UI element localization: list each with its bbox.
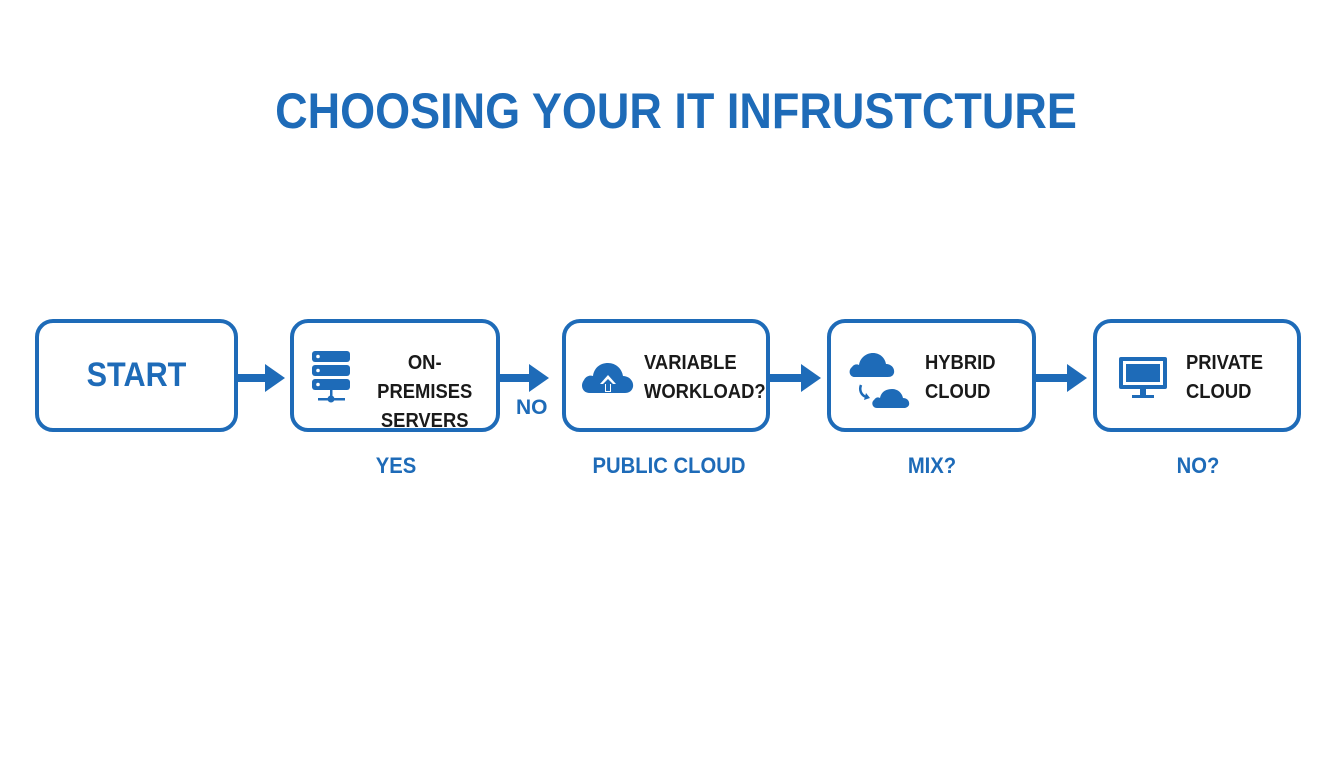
hybrid-cloud-label: HYBRID CLOUD — [925, 352, 996, 403]
caption-no: NO? — [1176, 453, 1220, 478]
arrow-workload-to-hybrid — [769, 364, 821, 392]
caption-public-cloud: PUBLIC CLOUD — [592, 453, 746, 478]
arrow-onprem-to-workload — [499, 364, 549, 392]
hybrid-cloud-node: HYBRID CLOUD — [827, 319, 1036, 432]
diagram-title: CHOOSING YOUR IT INFRUSTCTURE — [275, 83, 1077, 139]
start-node: START — [35, 319, 238, 432]
caption-mix: MIX? — [907, 453, 957, 478]
connector-label-no: NO — [516, 396, 548, 419]
caption-yes: YES — [375, 453, 417, 478]
arrow-hybrid-to-private — [1035, 364, 1087, 392]
private-cloud-label: PRIVATE CLOUD — [1186, 352, 1264, 403]
start-node-label: START — [86, 356, 187, 394]
cloud-upload-icon — [582, 363, 634, 393]
variable-workload-label: VARIABLE WORKLOAD? — [644, 352, 766, 403]
hybrid-clouds-icon — [849, 353, 910, 408]
private-cloud-node: PRIVATE CLOUD — [1093, 319, 1301, 432]
variable-workload-node: VARIABLE WORKLOAD? — [562, 319, 770, 432]
monitor-icon — [1119, 357, 1167, 398]
arrow-start-to-onprem — [237, 364, 285, 392]
on-premises-servers-label: ON-PREMISES SERVERS — [377, 352, 473, 432]
server-database-icon — [312, 351, 350, 403]
on-premises-servers-node: ON-PREMISES SERVERS — [290, 319, 500, 432]
